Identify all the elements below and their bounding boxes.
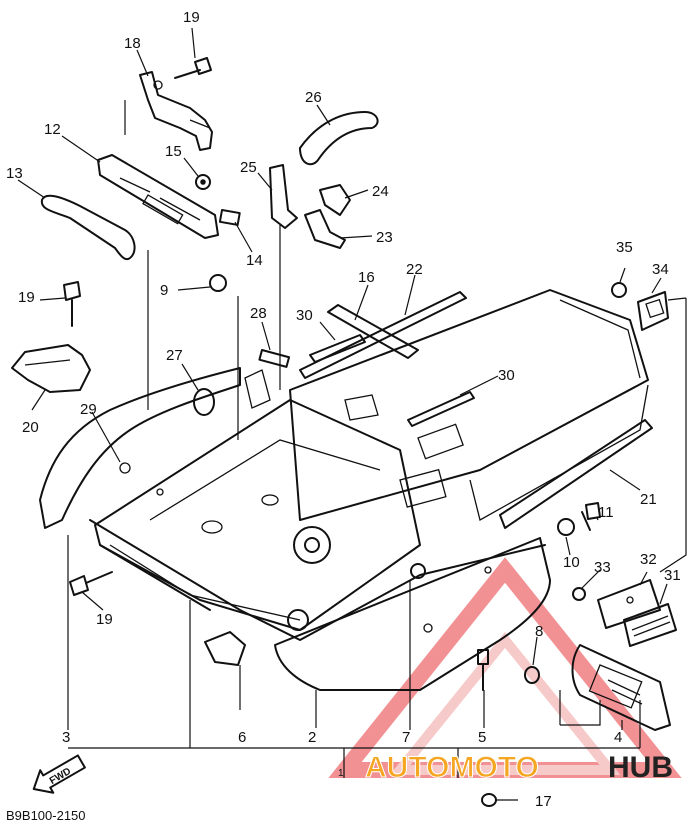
callout-30-upper: 30 xyxy=(296,307,313,324)
callout-29: 29 xyxy=(80,401,97,418)
callout-28: 28 xyxy=(250,305,267,322)
callout-19-lower: 19 xyxy=(96,611,113,628)
fwd-label: FWD xyxy=(48,766,73,787)
callout-7: 7 xyxy=(402,729,410,746)
frame-1 xyxy=(39,289,653,641)
strip-22 xyxy=(299,291,467,379)
callout-21: 21 xyxy=(640,491,657,508)
callout-8: 8 xyxy=(535,623,543,640)
callout-19-top: 19 xyxy=(183,9,200,26)
callout-3: 3 xyxy=(62,729,70,746)
strip-30-upper xyxy=(309,334,366,363)
callout-9: 9 xyxy=(160,282,168,299)
callout-14: 14 xyxy=(246,252,263,269)
cap-35 xyxy=(611,282,627,298)
callout-35: 35 xyxy=(616,239,633,256)
plate-12 xyxy=(97,154,219,239)
nut-15 xyxy=(195,174,211,190)
clip-23 xyxy=(304,209,346,249)
watermark-text-part2: HUB xyxy=(608,751,673,784)
callout-11: 11 xyxy=(598,504,614,521)
bolt-19-lower xyxy=(69,571,113,596)
cap-9 xyxy=(209,274,227,292)
callout-23: 23 xyxy=(376,229,393,246)
callout-17: 17 xyxy=(535,793,552,810)
pad-28 xyxy=(258,349,291,368)
cap-10 xyxy=(557,518,575,536)
pin-5 xyxy=(477,649,489,691)
cap-7 xyxy=(410,563,426,579)
callout-6: 6 xyxy=(238,729,246,746)
grip-25 xyxy=(269,164,298,229)
callout-30-lower: 30 xyxy=(498,367,515,384)
bumper-27 xyxy=(193,388,215,416)
lower-hull-2 xyxy=(274,537,551,691)
callout-32: 32 xyxy=(640,551,657,568)
callout-1: 1 xyxy=(338,768,344,779)
clip-6 xyxy=(204,631,246,666)
fwd-arrow: FWD xyxy=(32,754,86,794)
clip-24 xyxy=(319,184,351,216)
callout-5: 5 xyxy=(478,729,486,746)
rail-13 xyxy=(40,194,136,261)
callout-33: 33 xyxy=(594,559,611,576)
strip-16 xyxy=(327,304,419,359)
watermark-logo xyxy=(328,557,682,778)
nut-33 xyxy=(572,587,586,601)
callout-25: 25 xyxy=(240,159,257,176)
callout-24: 24 xyxy=(372,183,389,200)
bolt-19-left xyxy=(63,281,81,327)
callout-20: 20 xyxy=(22,419,39,436)
callout-16: 16 xyxy=(358,269,375,286)
watermark-text: AUTOMOTO HUB xyxy=(365,751,674,785)
callout-27: 27 xyxy=(166,347,183,364)
callout-19-left: 19 xyxy=(18,289,35,306)
tray-4 xyxy=(571,644,671,731)
callout-22: 22 xyxy=(406,261,423,278)
callout-15: 15 xyxy=(165,143,182,160)
plate-32 xyxy=(597,579,661,629)
callout-12: 12 xyxy=(44,121,61,138)
grommet-8 xyxy=(524,666,540,684)
bracket-18 xyxy=(139,71,213,151)
strip-30-lower xyxy=(407,391,475,427)
bolt-11 xyxy=(581,502,601,531)
callout-13: 13 xyxy=(6,165,23,182)
callout-34: 34 xyxy=(652,261,669,278)
bracket-34 xyxy=(637,291,669,331)
callout-4: 4 xyxy=(614,729,622,746)
callout-26: 26 xyxy=(305,89,322,106)
bolt-19-top xyxy=(174,57,212,79)
callout-10: 10 xyxy=(563,554,580,571)
callout-18: 18 xyxy=(124,35,141,52)
leader-lines xyxy=(17,27,687,801)
grip-26 xyxy=(299,111,379,166)
callout-labels: 19 18 12 13 15 14 25 26 24 23 19 20 9 27… xyxy=(6,9,681,810)
diagram-code: B9B100-2150 xyxy=(6,808,86,823)
plate-31 xyxy=(623,603,677,647)
washer-17 xyxy=(481,793,497,807)
watermark-text-part1: AUTOMOTO xyxy=(365,751,539,784)
callout-31: 31 xyxy=(664,567,681,584)
pad-14 xyxy=(218,209,241,226)
callout-2: 2 xyxy=(308,729,316,746)
bracket-20 xyxy=(11,344,91,393)
